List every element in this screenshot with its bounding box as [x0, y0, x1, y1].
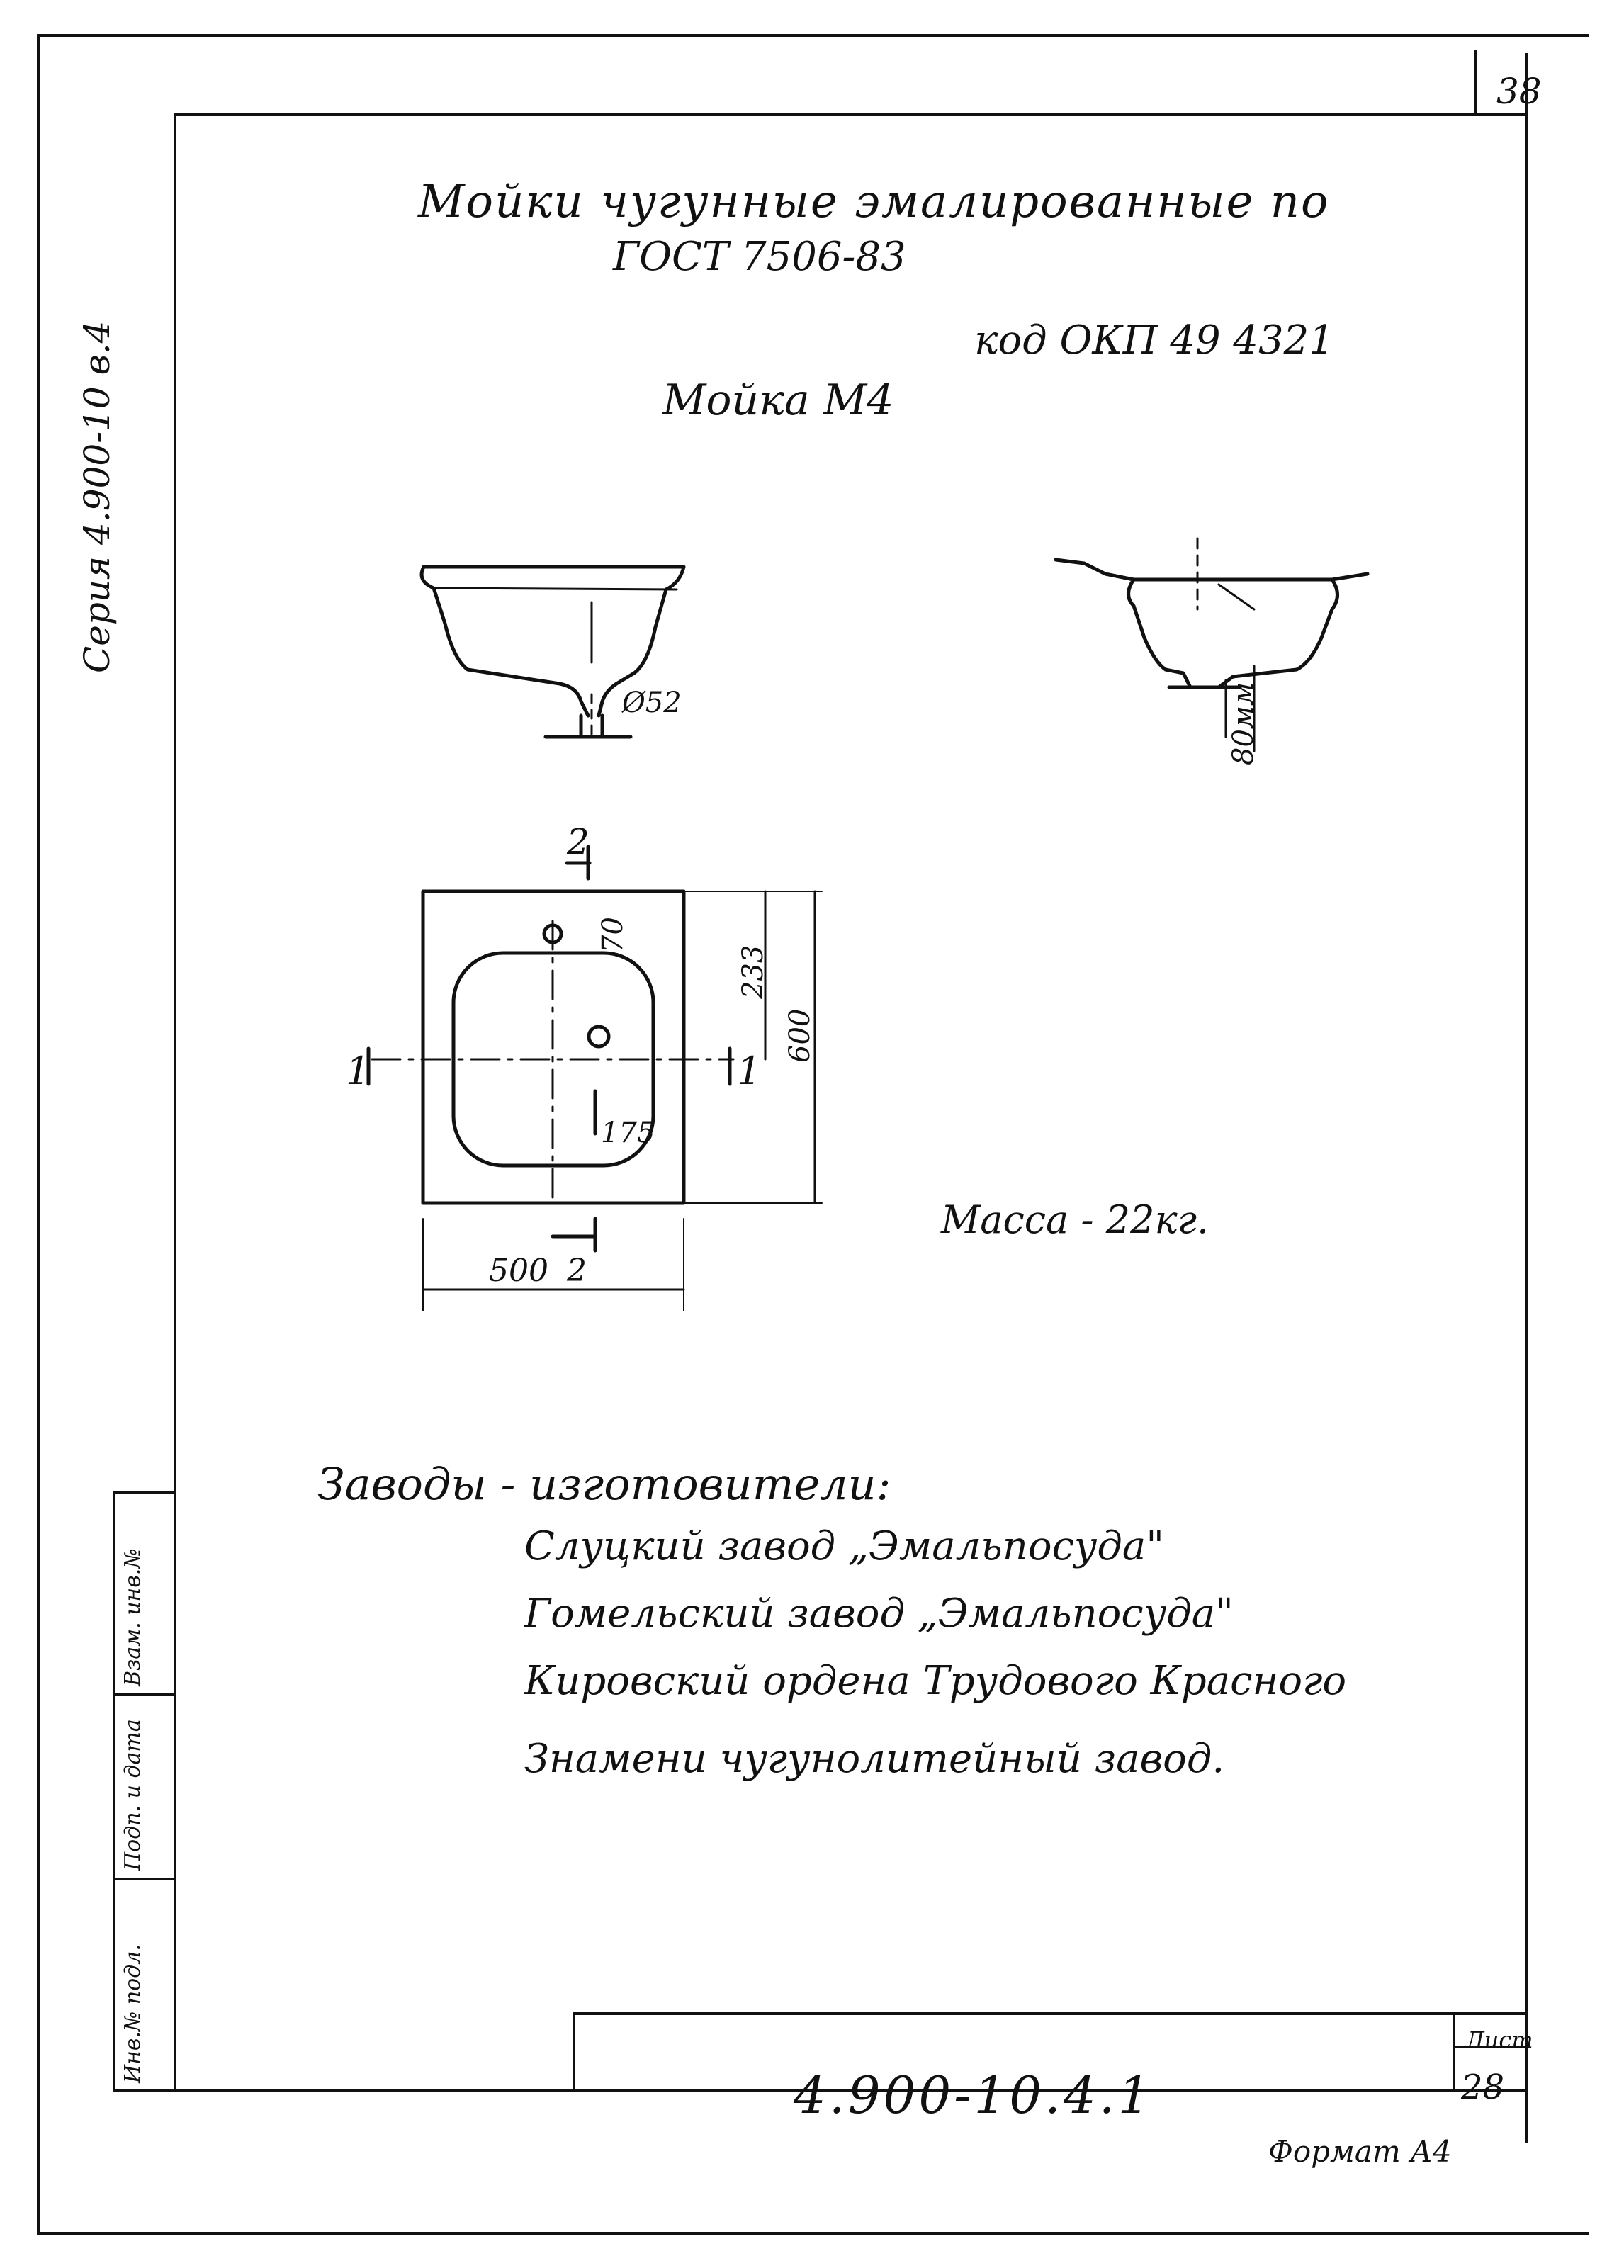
dim-length: 600: [784, 1009, 816, 1063]
sheet-number: 28: [1461, 2067, 1505, 2107]
model-name: Мойка М4: [662, 376, 894, 425]
outer-border-left: [37, 34, 40, 2235]
stamp-field-sign: Подп. и дата: [120, 1719, 145, 1871]
frame-bottom: [113, 2089, 1527, 2092]
manufacturer-1: Слуцкий завод „Эмальпосуда": [524, 1523, 1165, 1569]
frame-left: [174, 113, 176, 2090]
page-number: 38: [1496, 71, 1542, 112]
outer-border-bottom: [37, 2232, 1589, 2235]
okp-code: код ОКП 49 4321: [974, 317, 1334, 363]
format-label: Формат А4: [1268, 2134, 1452, 2169]
page-number-divider: [1474, 50, 1477, 115]
stamp-field-replace: Взам. инв.№: [120, 1548, 145, 1686]
sink-side-view-2: [1054, 537, 1370, 752]
dim-center-offset: 233: [737, 945, 769, 1000]
sheet-label: Лист: [1465, 2026, 1533, 2053]
mass-label: Масса - 22кг.: [941, 1197, 1209, 1242]
section-mark-1-left: 1: [346, 1049, 370, 1093]
frame-right: [1525, 53, 1528, 2143]
document-number: 4.900-10.4.1: [794, 2065, 1154, 2125]
title-block-left: [573, 2012, 575, 2090]
stamp-divider-2: [113, 1693, 176, 1696]
section-mark-2-bottom: 2: [566, 1253, 587, 1289]
manufacturer-2: Гомельский завод „Эмальпосуда": [524, 1591, 1234, 1637]
dim-width: 500: [489, 1253, 548, 1289]
stamp-divider-1: [113, 1491, 176, 1494]
dim-hole-offset: 70: [597, 917, 629, 953]
manufacturer-4: Знамени чугунолитейный завод.: [524, 1736, 1225, 1782]
frame-top: [174, 113, 1527, 116]
outer-border-top: [37, 34, 1589, 37]
stamp-field-inv: Инв.№ подл.: [120, 1944, 145, 2083]
dim-depth: 80мм: [1227, 682, 1260, 765]
sheet-cell-divider: [1453, 2046, 1527, 2048]
manufacturer-3: Кировский ордена Трудового Красного: [524, 1658, 1347, 1704]
section-mark-1-right: 1: [737, 1049, 761, 1093]
gost-reference: ГОСТ 7506-83: [613, 234, 906, 280]
dim-radius: 175: [601, 1117, 655, 1149]
sheet-cell-left: [1453, 2012, 1455, 2090]
section-mark-2-top: 2: [566, 821, 590, 862]
sink-side-view-1: [419, 565, 686, 739]
page-title: Мойки чугунные эмалированные по: [418, 176, 1330, 228]
manufacturers-title: Заводы - изготовители:: [317, 1458, 891, 1510]
stamp-divider-3: [113, 1878, 176, 1880]
stamp-column-left: [113, 1491, 115, 2090]
dim-drain-diameter: Ø52: [621, 687, 682, 719]
title-block-top: [573, 2012, 1527, 2015]
sink-plan-view: [366, 845, 823, 1311]
